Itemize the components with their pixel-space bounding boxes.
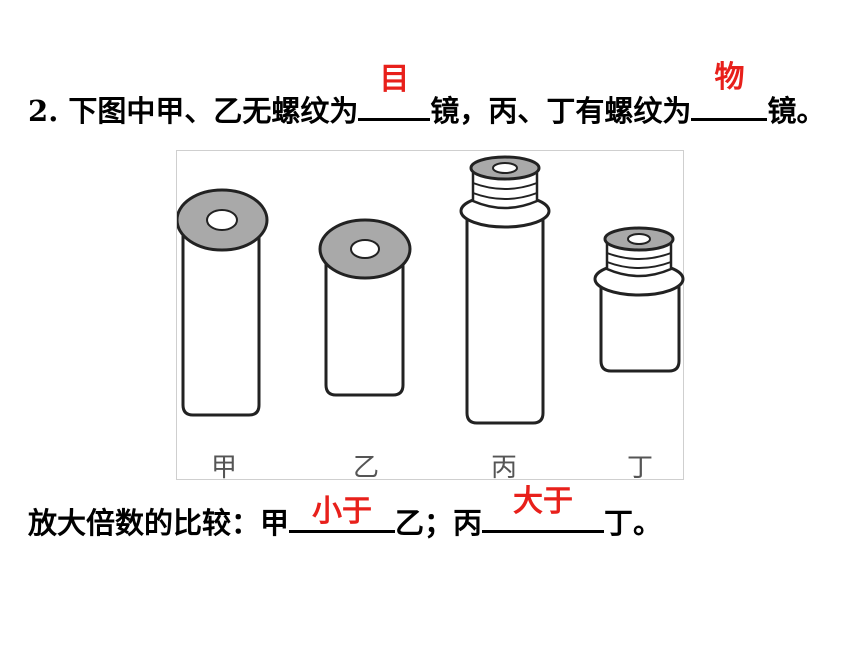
label-jia: 甲: [211, 453, 238, 483]
comparison-text-3: 丁。: [604, 506, 663, 540]
lens-figure: 甲 乙 丙 丁: [176, 150, 685, 483]
label-ding: 丁: [627, 453, 654, 483]
answer-blank-2[interactable]: 物: [691, 60, 768, 121]
lens-jia: [177, 188, 269, 417]
answer-blank-3[interactable]: 小于: [289, 494, 396, 533]
label-yi: 乙: [353, 453, 380, 483]
answer-objective: 物: [714, 60, 745, 95]
question-number-sep: .: [48, 94, 59, 128]
question-text-1: 下图中甲、乙无螺纹为: [68, 94, 359, 128]
question-number: 2: [28, 94, 49, 128]
lens-ding: [593, 226, 685, 373]
comparison-line: 放大倍数的比较：甲小于乙；丙大于丁。: [28, 484, 663, 543]
comparison-text-1: 放大倍数的比较：甲: [28, 506, 290, 540]
comparison-text-2: 乙；丙: [395, 506, 483, 540]
lens-bing: [459, 155, 551, 425]
answer-blank-1[interactable]: 目: [358, 62, 431, 121]
question-text-3: 镜。: [767, 94, 826, 128]
lens-diagram: [177, 155, 685, 425]
lens-yi: [318, 218, 412, 397]
answer-less-than: 小于: [312, 494, 373, 529]
question-line: 2. 下图中甲、乙无螺纹为目镜，丙、丁有螺纹为物镜。: [28, 60, 826, 131]
question-text-2: 镜，丙、丁有螺纹为: [430, 94, 692, 128]
answer-greater-than: 大于: [513, 484, 574, 519]
answer-eyepiece: 目: [379, 62, 410, 97]
label-bing: 丙: [491, 453, 518, 483]
answer-blank-4[interactable]: 大于: [482, 484, 605, 533]
